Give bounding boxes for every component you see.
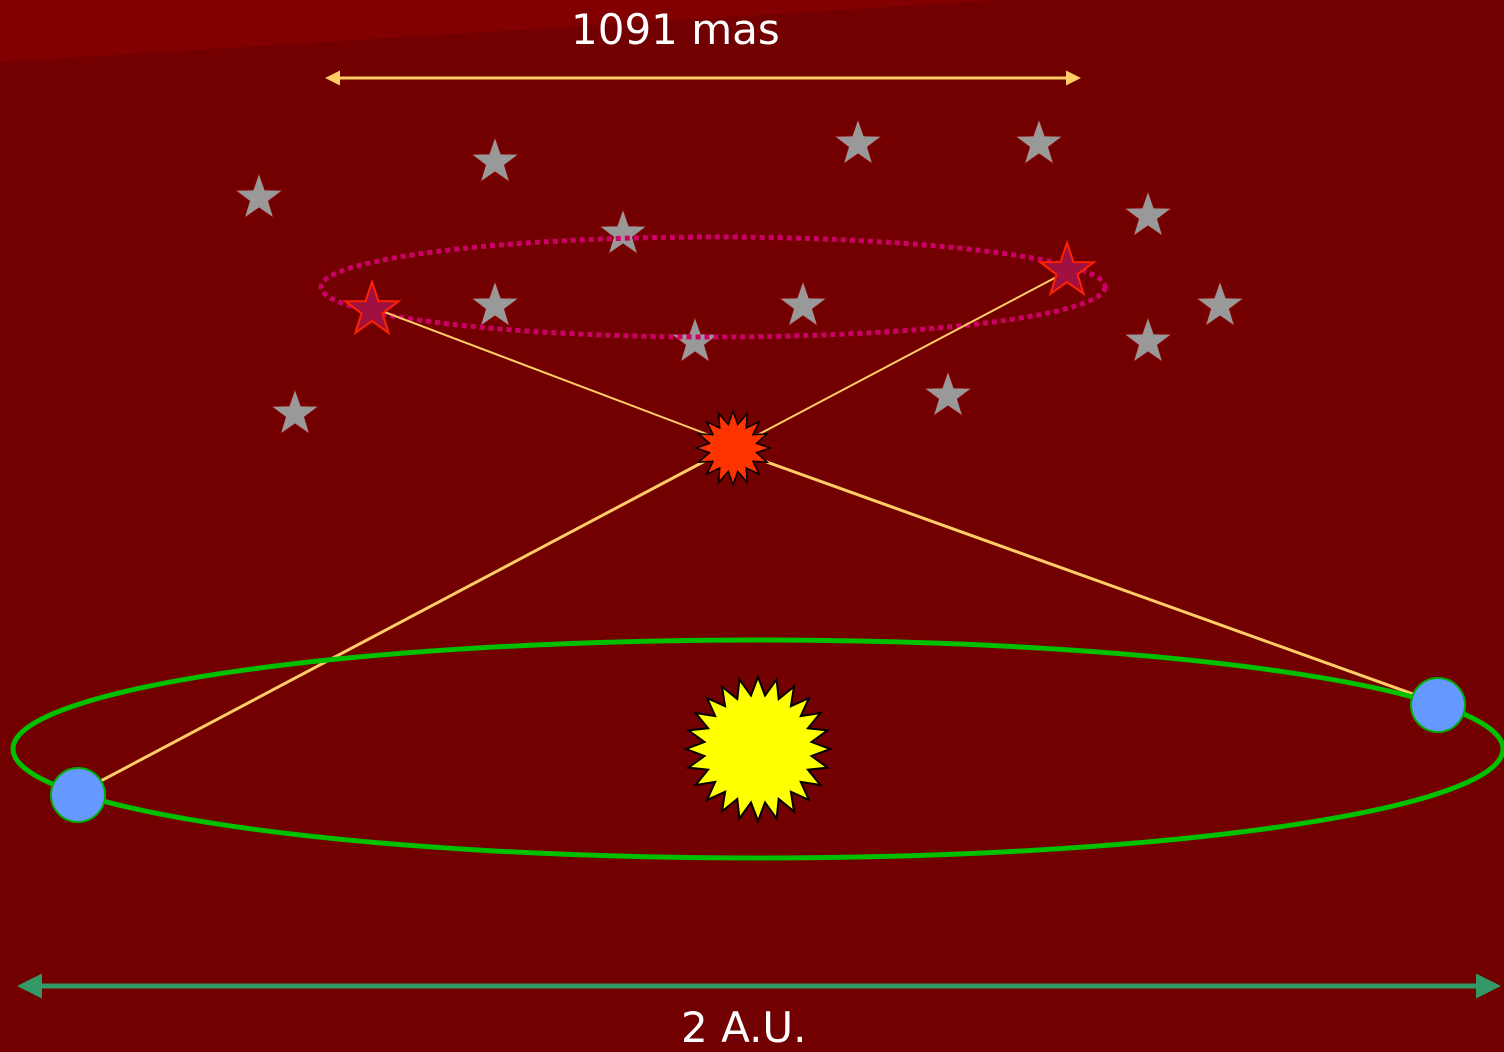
star-icon: [1122, 315, 1174, 364]
star-icon: [832, 117, 884, 166]
baseline-label: 2 A.U.: [681, 1003, 807, 1052]
earth-icon-right: [1410, 677, 1466, 733]
star-icon: [233, 171, 285, 220]
star-icon: [597, 207, 649, 256]
star-icon: [1194, 279, 1246, 328]
star-icon: [1013, 117, 1065, 166]
sight-line-left: [77, 450, 723, 795]
earth-icon-left: [50, 767, 106, 823]
near-star-icon: [693, 408, 773, 488]
earth-orbit: [10, 637, 1504, 861]
corner-highlight: [0, 0, 1000, 62]
angular-span-label: 1091 mas: [571, 5, 780, 54]
apparent-star-icon-right: [1037, 239, 1097, 297]
star-icon: [777, 279, 829, 328]
star-icon: [922, 369, 974, 418]
apparent-star-icon-left: [342, 278, 402, 336]
sight-line-upper-right: [747, 271, 1067, 441]
sun-icon: [683, 674, 833, 824]
star-icon: [669, 315, 721, 364]
sight-lines: [77, 271, 1439, 795]
star-icon: [469, 135, 521, 184]
sight-line-right: [749, 454, 1439, 705]
star-icon: [469, 279, 521, 328]
star-icon: [269, 387, 321, 436]
parallax-ellipse: [318, 234, 1108, 340]
background-stars: [233, 117, 1246, 436]
sight-line-upper-left: [373, 307, 713, 437]
star-icon: [1122, 189, 1174, 238]
